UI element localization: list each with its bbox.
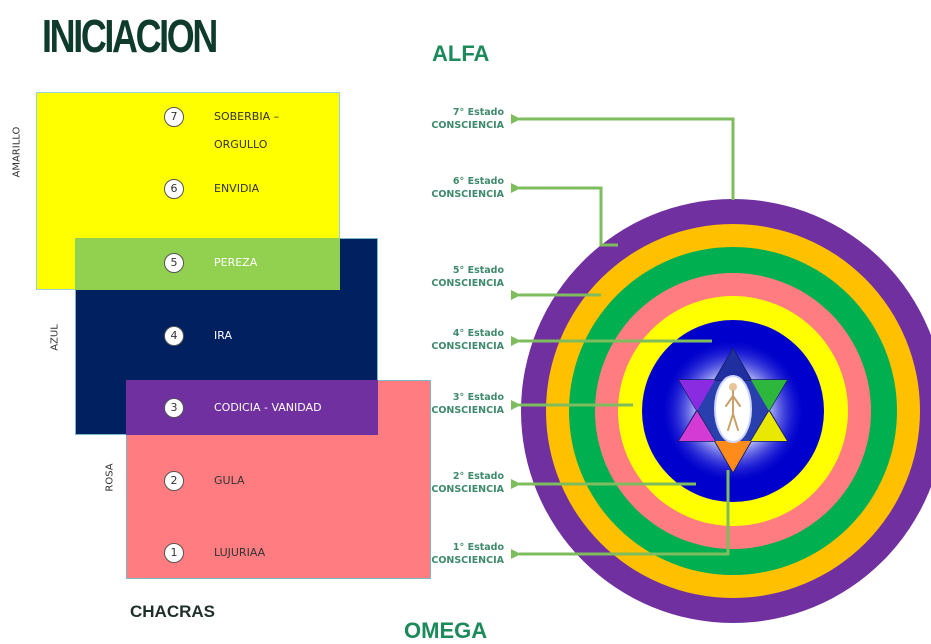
- chakra-number-3: 3: [164, 398, 184, 418]
- chakra-label-3: CODICIA - VANIDAD: [214, 401, 322, 414]
- arrow-estado-7: [511, 114, 735, 200]
- page-title: INICIACION: [42, 10, 218, 62]
- chakra-number-5: 5: [164, 253, 184, 273]
- omega-label: OMEGA: [404, 618, 488, 643]
- chacras-caption: CHACRAS: [130, 602, 215, 621]
- chakra-number-7: 7: [164, 107, 184, 127]
- consciousness-arrows: [511, 114, 735, 559]
- arrow-estado-1: [511, 470, 730, 559]
- chakra-label-1: LUJURIAA: [214, 546, 266, 559]
- chakra-label-6: ENVIDIA: [214, 182, 260, 195]
- chakra-number-4: 4: [164, 326, 184, 346]
- chakra-label-4: IRA: [214, 329, 232, 342]
- chakra-number-2: 2: [164, 471, 184, 491]
- arrow-estado-6: [511, 183, 618, 247]
- chakra-label-2: GULA: [214, 474, 245, 487]
- alfa-label: ALFA: [432, 41, 490, 66]
- chakra-number-1: 1: [164, 543, 184, 563]
- chakra-number-6: 6: [164, 179, 184, 199]
- meditating-figure-icon: [725, 383, 741, 431]
- chakra-label-7b: ORGULLO: [214, 138, 268, 151]
- chakra-label-7a: SOBERBIA –: [214, 110, 280, 123]
- chakra-label-5: PEREZA: [214, 256, 258, 269]
- overlap-green-band: [75, 238, 340, 290]
